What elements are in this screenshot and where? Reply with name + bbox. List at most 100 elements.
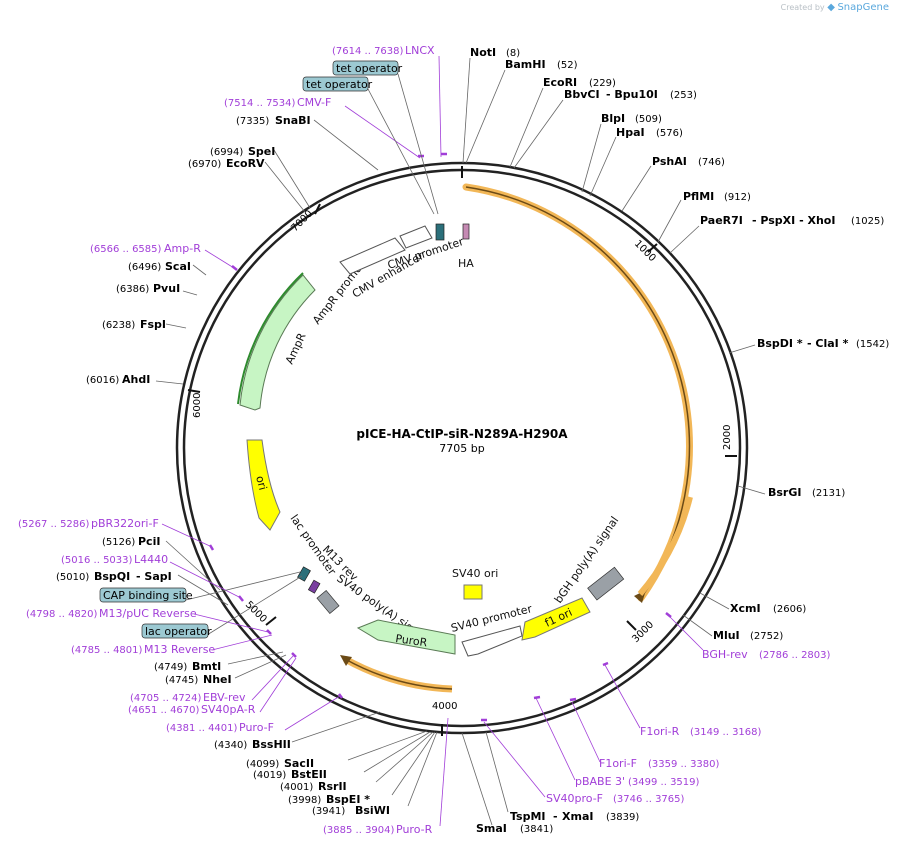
- enzyme-bsiwi: BsiWI: [355, 804, 390, 817]
- enzyme-noti: NotI: [470, 46, 496, 59]
- f1-ori-arrow: [521, 597, 591, 641]
- enzyme-bsrgi: BsrGI: [768, 486, 801, 499]
- enzyme-blpi: BlpI: [601, 112, 625, 125]
- cmv-promoter-arrow: [399, 225, 433, 249]
- primer-sv40pro-f: SV40pro-F: [546, 792, 603, 805]
- enzyme-pflmi: PflMI: [683, 190, 714, 203]
- enzyme-bpu10i: - Bpu10I: [606, 88, 658, 101]
- primer-puro-r: Puro-R: [396, 823, 433, 836]
- puror-label: PuroR: [395, 632, 429, 649]
- enzyme-bspdi-pos: (1542): [856, 339, 889, 350]
- enzyme-bmti: BmtI: [192, 660, 221, 673]
- cap-site-block: [307, 579, 321, 594]
- primer-pbabe-3-range: (3499 .. 3519): [628, 777, 700, 788]
- enzyme-xcmi: XcmI: [730, 602, 761, 615]
- enzyme-ecorv-pos: (6970): [188, 159, 221, 170]
- enzyme-pspxi-xhoi: - PspXI - XhoI: [752, 214, 835, 227]
- enzyme-xcmi-pos: (2606): [773, 604, 806, 615]
- enzyme-noti-pos: (8): [506, 48, 520, 59]
- enzyme-ecori-pos: (229): [589, 78, 616, 89]
- tick-label-5000: 5000: [243, 599, 269, 625]
- enzyme-mlui: MluI: [713, 629, 740, 642]
- enzyme-labels: NotI (8) BamHI (52) EcoRI (229) BbvCI - …: [56, 46, 889, 835]
- enzyme-paer7i-pos: (1025): [851, 216, 884, 227]
- enzyme-bspdi: BspDI *: [757, 337, 803, 350]
- tick-label-3000: 3000: [630, 619, 656, 645]
- primer-m13-puc-reverse: M13/pUC Reverse: [99, 607, 197, 620]
- enzyme-bspei: BspEI *: [326, 793, 370, 806]
- enzyme-bspqi-pos: (5010): [56, 572, 89, 583]
- primer-pbabe-3: pBABE 3': [575, 775, 625, 788]
- primer-sv40pa-r-range: (4651 .. 4670): [128, 705, 200, 716]
- enzyme-bsiwi-pos: (3941): [312, 806, 345, 817]
- snapgene-logo-icon: ◆: [827, 2, 835, 13]
- enzyme-paer7i: PaeR7I: [700, 214, 743, 227]
- enzyme-bamhi-pos: (52): [557, 60, 578, 71]
- tet-operator-block: [435, 223, 445, 241]
- primer-lncx-range: (7614 .. 7638): [332, 46, 404, 57]
- tet-operator-label-2: tet operator: [306, 78, 373, 91]
- bgh-polya-block: [587, 566, 625, 601]
- primer-puro-r-range: (3885 .. 3904): [323, 825, 395, 836]
- boxed-feature-leaders: [185, 73, 439, 636]
- ha-label: HA: [458, 257, 474, 270]
- enzyme-fspi-pos: (6238): [102, 320, 135, 331]
- ha-tag-block: [462, 223, 470, 240]
- primer-amp-r-range: (6566 .. 6585): [90, 244, 162, 255]
- lac-operator-label: lac operator: [145, 625, 212, 638]
- enzyme-xmai-sep: -: [553, 810, 558, 823]
- enzyme-leader-lines: [155, 57, 766, 826]
- sv40-ori-block: [463, 584, 483, 600]
- tick-label-7000: 7000: [289, 208, 315, 234]
- enzyme-mlui-pos: (2752): [750, 631, 783, 642]
- primer-labels: (7614 .. 7638) LNCX (7514 .. 7534) CMV-F…: [18, 44, 831, 836]
- primer-sv40pa-r: SV40pA-R: [201, 703, 256, 716]
- enzyme-pshai: PshAI: [652, 155, 687, 168]
- primer-f1ori-f-range: (3359 .. 3380): [648, 759, 720, 770]
- lac-operator-block: [297, 566, 311, 582]
- tet-operator-label-1: tet operator: [336, 62, 403, 75]
- enzyme-bspqi: BspQI: [94, 570, 130, 583]
- tet-operator-box-2: tet operator: [302, 76, 373, 92]
- enzyme-clai: - ClaI *: [807, 337, 849, 350]
- primer-pbr322ori-f-range: (5267 .. 5286): [18, 519, 90, 530]
- primer-m13-reverse: M13 Reverse: [144, 643, 215, 656]
- primer-sv40pro-f-range: (3746 .. 3765): [613, 794, 685, 805]
- enzyme-xmai-pos: (3839): [606, 812, 639, 823]
- cap-binding-site-box: CAP binding site: [99, 587, 193, 603]
- enzyme-tspmi: TspMI: [510, 810, 546, 823]
- primer-site-marks: [208, 152, 672, 722]
- tick-label-6000: 6000: [192, 393, 203, 418]
- plasmid-length: 7705 bp: [439, 442, 484, 455]
- enzyme-hpai-pos: (576): [656, 128, 683, 139]
- snapgene-brand-text: SnapGene: [837, 2, 889, 13]
- primer-leader-lines: [161, 55, 704, 827]
- primer-m13-puc-range: (4798 .. 4820): [26, 609, 98, 620]
- primer-cmv-f: CMV-F: [297, 96, 331, 109]
- sv40-polya-block: [316, 589, 340, 615]
- ori-label: ori: [253, 474, 269, 491]
- enzyme-pcii: PciI: [138, 535, 160, 548]
- enzyme-sapi: - SapI: [136, 570, 172, 583]
- orf-arc-inner: [637, 496, 693, 596]
- primer-m13-reverse-range: (4785 .. 4801): [71, 645, 143, 656]
- enzyme-bsrgi-pos: (2131): [812, 488, 845, 499]
- enzyme-smai: SmaI: [476, 822, 507, 835]
- primer-l4440-range: (5016 .. 5033): [61, 555, 133, 566]
- enzyme-bbvci: BbvCI: [564, 88, 600, 101]
- puro-orf-arc: [343, 655, 453, 693]
- primer-ebv-rev: EBV-rev: [203, 691, 246, 704]
- enzyme-ahdi-pos: (6016): [86, 375, 119, 386]
- ori-feature-arrow: [246, 439, 281, 531]
- primer-f1ori-f: F1ori-F: [599, 757, 637, 770]
- enzyme-snabi-pos: (7335): [236, 116, 269, 127]
- primer-l4440: L4440: [134, 553, 168, 566]
- tick-label-1000: 1000: [632, 238, 658, 264]
- ampr-feature-arrow: [239, 274, 316, 411]
- enzyme-bsteii-pos: (4019): [253, 770, 286, 781]
- primer-cmv-f-range: (7514 .. 7534): [224, 98, 296, 109]
- enzyme-scai: ScaI: [165, 260, 191, 273]
- enzyme-xmai: XmaI: [562, 810, 593, 823]
- primer-puro-f-range: (4381 .. 4401): [166, 723, 238, 734]
